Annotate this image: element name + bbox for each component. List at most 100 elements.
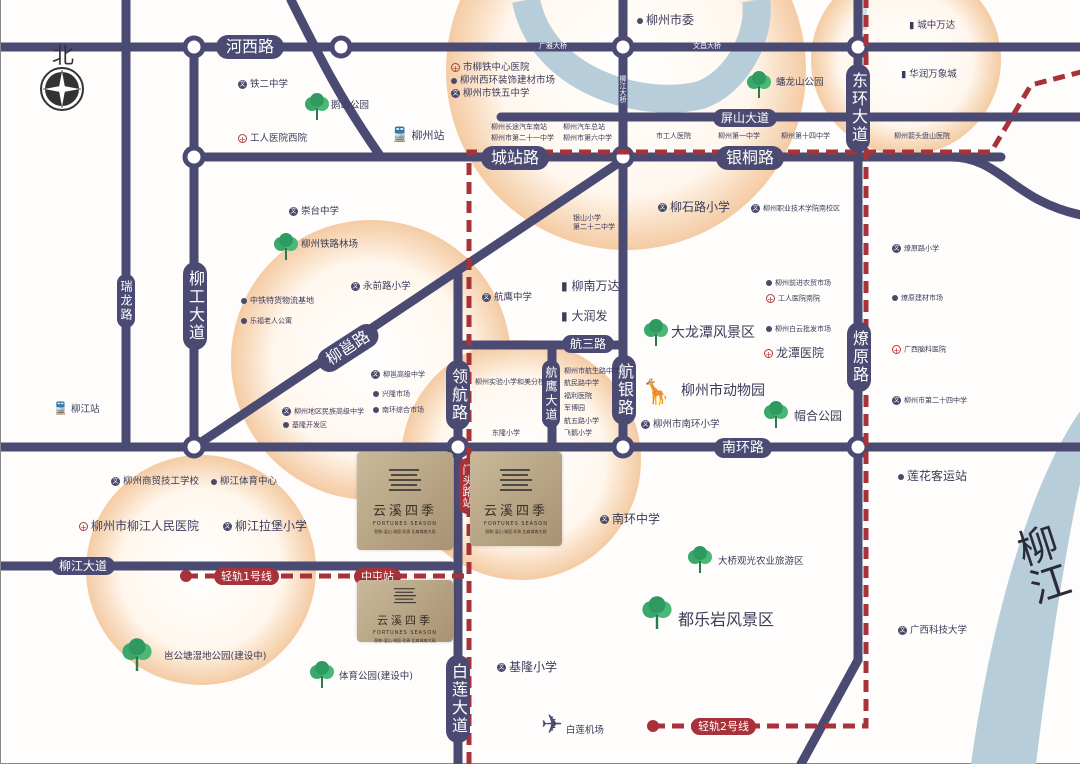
hospital-icon: +: [451, 63, 460, 73]
road-hangyin: 航银路: [612, 355, 636, 425]
poi: 福利医院: [564, 392, 592, 400]
poi: 文柳邕高级中学: [371, 370, 425, 379]
school-icon: 文: [892, 244, 901, 253]
road-chengzhan: 城站路: [481, 146, 550, 170]
tree-icon: [305, 93, 329, 120]
poi-mixc: ▮ 华润万象城: [901, 69, 957, 80]
hospital-icon: +: [238, 134, 247, 144]
school-icon: 文: [282, 407, 291, 416]
rail-line-2: [653, 0, 869, 729]
poi: 文广西科技大学: [898, 625, 968, 636]
poi: 文南环中学: [600, 512, 661, 526]
road-liugong: 柳工大道: [183, 262, 207, 350]
building-icon: ▮: [909, 20, 915, 31]
road-nanhuan: 南环路: [714, 438, 772, 458]
building-icon: ▮: [561, 309, 568, 323]
poi: 航民路中学: [564, 379, 599, 387]
poi-dalongtan: 大龙潭风景区: [671, 325, 755, 341]
poi: 柳州白云批发市场: [766, 326, 831, 333]
school-icon: 文: [892, 396, 901, 405]
poi-liunan-wanda: ▮ 柳南万达: [561, 279, 620, 293]
dot-icon: [892, 295, 898, 301]
school-icon: 文: [898, 626, 907, 635]
road-liujiang-ave: 柳江大道: [51, 557, 116, 575]
school-icon: 文: [238, 80, 247, 89]
poi: 柳州箭头盘山医院: [894, 132, 950, 140]
school-icon: 文: [658, 203, 667, 212]
road-hangsan: 航三路: [562, 335, 615, 353]
dot-icon: [637, 17, 643, 24]
poi: 文柳州职业技术学院南校区: [751, 204, 840, 213]
poi: 文柳州市南环小学: [641, 419, 720, 430]
dot-icon: [898, 473, 904, 480]
poi: 飞鹅小学: [564, 429, 592, 437]
project-block-2[interactable]: 云溪四季 FORTUNES SEASON 颐和·湿山·湖居·珍贵 比肩城南大观: [470, 452, 562, 546]
poi: 柳州第一中学: [718, 132, 760, 140]
river-liujiang: [512, 0, 771, 113]
project-logo-icon: [393, 588, 417, 604]
poi: 中铁特货物流基地: [241, 297, 314, 305]
dot-icon: [241, 297, 247, 304]
poi: 文柳州地区民族高级中学: [282, 407, 364, 416]
tree-icon: [764, 401, 788, 428]
school-icon: 文: [600, 515, 609, 524]
road-linghang: 领航路: [446, 360, 470, 430]
poi: 文柳江拉堡小学: [223, 519, 308, 533]
poi: 文铁二中学: [238, 79, 289, 90]
poi: 基隆开发区: [283, 422, 327, 429]
tree-icon: [274, 233, 298, 260]
hospital-icon: +: [764, 349, 773, 359]
poi: 文崇台中学: [289, 206, 340, 217]
school-icon: 文: [371, 370, 380, 379]
rail-line-1: [466, 69, 1080, 764]
poi: 文柳州市铁五中学: [451, 88, 530, 99]
road-donghuan: 东环大道: [846, 64, 870, 152]
airplane-icon: ✈: [541, 710, 563, 740]
school-icon: 文: [351, 282, 360, 291]
building-icon: ▮: [901, 69, 907, 80]
dot-icon: [241, 318, 247, 324]
poi: 柳州铁路林场: [301, 239, 359, 250]
tree-icon: [688, 546, 712, 573]
bridge-liujiang: 柳江大桥: [619, 75, 627, 103]
road-pingshan: 屏山大道: [713, 109, 778, 127]
poi: 柳州汽车总站: [563, 123, 605, 131]
poi: 柳州市航生路中学: [564, 367, 620, 375]
poi: 帽合公园: [794, 409, 843, 423]
dot-icon: [451, 77, 457, 84]
school-icon: 文: [497, 663, 506, 672]
poi: +龙潭医院: [764, 346, 825, 360]
poi: 蟠龙山公园: [776, 77, 824, 88]
poi: 第二十二中学: [573, 223, 615, 231]
poi: +工人医院西院: [238, 133, 308, 144]
poi: 鹅山公园: [331, 100, 370, 111]
poi: 南环综合市场: [373, 407, 424, 414]
poi-wanda-city: ▮ 城中万达: [909, 20, 956, 31]
project-block-1[interactable]: 云溪四季 FORTUNES SEASON 颐和·湿山·湖居·珍贵 比肩城南大观: [357, 452, 453, 550]
poi: 岜公塘湿地公园(建设中): [164, 651, 267, 662]
building-icon: ▮: [561, 279, 568, 293]
project-block-3[interactable]: 云溪四季 FORTUNES SEASON 颐和·湿山·湖居·珍贵 比肩城南大观: [357, 580, 453, 643]
school-icon: 文: [641, 420, 650, 429]
rail-line-1-label: 轻轨1号线: [214, 568, 279, 585]
hospital-icon: +: [79, 522, 88, 532]
tree-icon: [642, 596, 672, 629]
project-logo-icon: [500, 469, 532, 491]
poi: 燎原建材市场: [892, 295, 943, 302]
poi-dule: 都乐岩风景区: [678, 610, 775, 629]
poi: 银山小学: [573, 214, 601, 222]
station-liuzhou: 🚆 柳州站: [391, 127, 445, 143]
poi: 东隆小学: [492, 429, 520, 437]
poi: 文基隆小学: [497, 660, 558, 674]
poi: +柳州市柳江人民医院: [79, 519, 200, 533]
road-yintong: 银桐路: [716, 146, 785, 170]
dot-icon: [373, 407, 379, 413]
project-logo-icon: [389, 469, 421, 491]
tree-icon: [747, 71, 771, 98]
poi: 市工人医院: [656, 132, 691, 140]
poi: 兴隆市场: [373, 391, 410, 398]
road-hexi: 河西路: [216, 35, 285, 59]
poi: 乐福老人公寓: [241, 318, 292, 325]
